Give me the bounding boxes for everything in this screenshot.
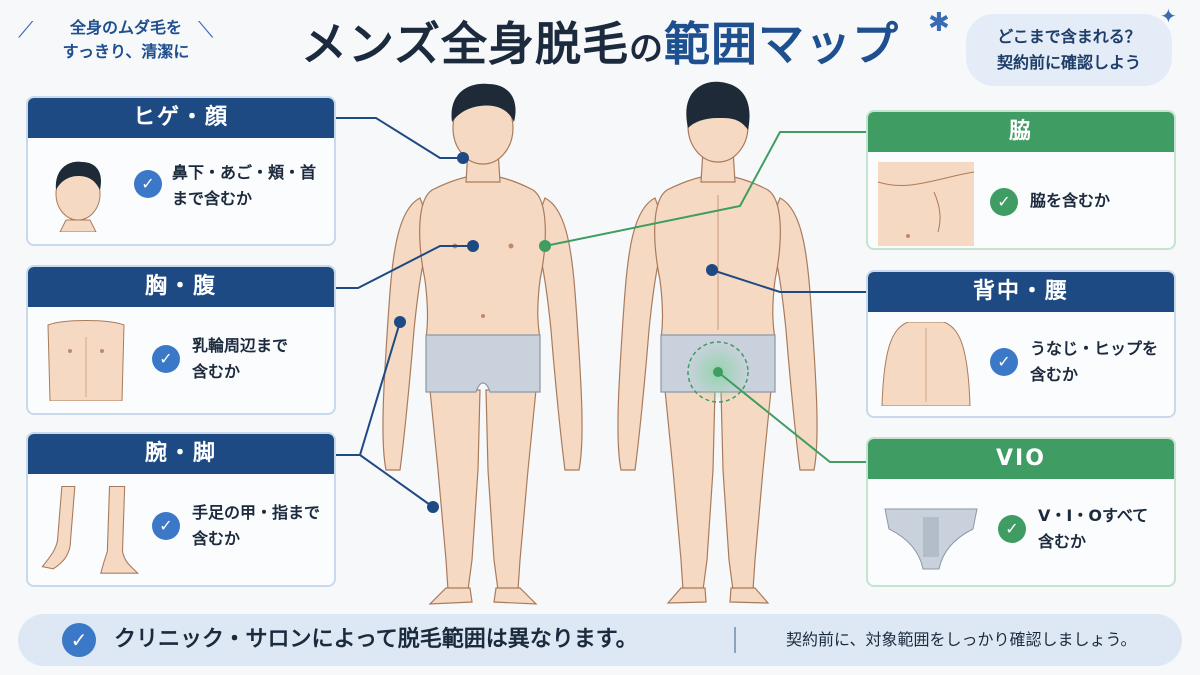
card-vio-desc-line1: V・I・Oすべて (1038, 506, 1149, 525)
card-chest-desc-line2: 含むか (192, 362, 241, 381)
left-tagline-line1: 全身のムダ毛を (69, 18, 182, 37)
card-back-desc-line2: 含むか (1030, 365, 1079, 384)
card-armpit-title: 脇 (868, 112, 1174, 152)
check-icon: ✓ (134, 170, 162, 198)
front-hair (451, 83, 516, 122)
card-vio-desc-line2: 含むか (1038, 532, 1087, 551)
front-figure (382, 91, 583, 605)
sparkle-icon: ⟍ (198, 18, 214, 43)
card-limbs-desc-line2: 含むか (192, 529, 241, 548)
title-no: の (629, 29, 665, 69)
card-limbs-desc: 手足の甲・指まで 含むか (192, 500, 320, 552)
card-limbs: 腕・脚 ✓ 手足の甲・指まで 含むか (26, 432, 336, 587)
armpit-icon (878, 162, 974, 246)
card-chest-desc: 乳輪周辺まで 含むか (192, 333, 288, 385)
check-icon: ✓ (152, 345, 180, 373)
card-back-desc-line1: うなじ・ヒップを (1030, 339, 1159, 358)
back-hair (686, 81, 750, 130)
torso-icon (47, 320, 125, 401)
footer-main-text: クリニック・サロンによって脱毛範囲は異なります。 (114, 627, 638, 652)
page-title: メンズ全身脱毛の範囲マップ (0, 8, 1200, 74)
card-armpit: 脇 ✓ 脇を含むか (866, 110, 1176, 250)
briefs-icon (884, 508, 978, 570)
sparkle-icon: ✱ (928, 8, 950, 38)
check-icon: ✓ (990, 188, 1018, 216)
card-vio-title: VIO (868, 439, 1174, 479)
face-icon (55, 161, 102, 232)
check-icon: ✓ (990, 348, 1018, 376)
title-part1: メンズ全身脱毛 (300, 17, 630, 71)
card-chest-title: 胸・腹 (28, 267, 334, 307)
card-face-title: ヒゲ・顔 (28, 98, 334, 138)
footer-sub-text: 契約前に、対象範囲をしっかり確認しましょう。 (786, 630, 1137, 649)
card-armpit-desc: 脇を含むか (1030, 188, 1110, 214)
card-armpit-desc-line1: 脇を含むか (1030, 191, 1111, 210)
bubble-line1: どこまで含まれる？ (997, 27, 1141, 46)
card-face-desc: 鼻下・あご・頬・首 まで含むか (172, 160, 316, 212)
card-face-desc-line1: 鼻下・あご・頬・首 (172, 163, 317, 182)
card-back: 背中・腰 ✓ うなじ・ヒップを 含むか (866, 270, 1176, 418)
footer-bar: ✓ クリニック・サロンによって脱毛範囲は異なります。 契約前に、対象範囲をしっか… (18, 614, 1182, 666)
leader-lines-left (336, 117, 470, 508)
back-icon (881, 322, 971, 406)
card-face-desc-line2: まで含むか (172, 189, 253, 208)
speech-bubble: どこまで含まれる？ 契約前に確認しよう (966, 14, 1172, 86)
check-icon: ✓ (998, 515, 1026, 543)
divider (734, 627, 736, 653)
front-briefs (425, 334, 541, 393)
leader-dots-left (394, 152, 479, 513)
bubble-line2: 契約前に確認しよう (996, 53, 1141, 72)
card-vio-desc: V・I・Oすべて 含むか (1038, 503, 1148, 555)
card-vio: VIO ✓ V・I・Oすべて 含むか (866, 437, 1176, 587)
left-tagline: 全身のムダ毛を すっきり、清潔に (36, 16, 216, 64)
check-icon: ✓ (62, 623, 96, 657)
card-face: ヒゲ・顔 ✓ 鼻下・あご・頬・首 まで含むか (26, 96, 336, 246)
card-chest-desc-line1: 乳輪周辺まで (192, 336, 289, 355)
check-icon: ✓ (152, 512, 180, 540)
card-limbs-title: 腕・脚 (28, 434, 334, 474)
title-part2: 範囲マップ (664, 17, 900, 71)
sparkle-icon: ⟋ (18, 18, 34, 43)
card-back-desc: うなじ・ヒップを 含むか (1030, 336, 1158, 388)
card-back-title: 背中・腰 (868, 272, 1174, 312)
limbs-icon (41, 485, 139, 574)
card-chest: 胸・腹 ✓ 乳輪周辺まで 含むか (26, 265, 336, 415)
leader-lines-right (544, 131, 866, 463)
left-tagline-line2: すっきり、清潔に (62, 42, 190, 61)
card-limbs-desc-line1: 手足の甲・指まで (192, 503, 321, 522)
